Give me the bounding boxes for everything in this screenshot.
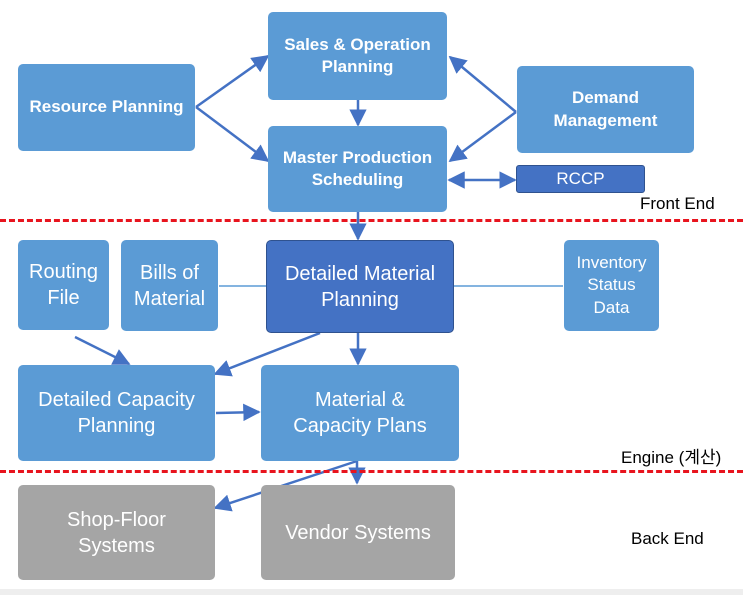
- node-rccp: RCCP: [516, 165, 645, 193]
- arrow-demand-to-mps: [448, 110, 517, 163]
- arrow-resource-to-mps: [195, 106, 270, 163]
- label-engine: Engine (계산): [621, 448, 722, 467]
- node-vendor-systems: Vendor Systems: [261, 485, 455, 580]
- arrow-plans-to-shopfloor: [213, 459, 358, 512]
- node-routing-file: Routing File: [18, 240, 109, 330]
- arrow-capacity-to-plans: [215, 403, 261, 422]
- node-master-production-scheduling: Master Production Scheduling: [268, 126, 447, 212]
- divider-engine-back: [0, 470, 743, 473]
- arrow-demand-to-sop: [448, 55, 517, 113]
- bottom-scroll-strip: [0, 589, 743, 595]
- arrow-routing-to-capacity: [74, 335, 131, 366]
- label-front-end: Front End: [640, 194, 715, 213]
- node-detailed-material-planning: Detailed Material Planning: [266, 240, 454, 333]
- node-bills-of-material: Bills of Material: [121, 240, 218, 331]
- label-back-end: Back End: [631, 529, 704, 548]
- divider-front-engine: [0, 219, 743, 222]
- node-material-capacity-plans: Material & Capacity Plans: [261, 365, 459, 461]
- node-sales-operation-planning: Sales & Operation Planning: [268, 12, 447, 100]
- node-resource-planning: Resource Planning: [18, 64, 195, 151]
- node-inventory-status-data: Inventory Status Data: [564, 240, 659, 331]
- arrow-resource-to-sop: [195, 54, 270, 109]
- node-detailed-capacity-planning: Detailed Capacity Planning: [18, 365, 215, 461]
- arrow-mrp-to-capacity: [213, 331, 321, 377]
- node-shop-floor-systems: Shop-Floor Systems: [18, 485, 215, 580]
- node-demand-management: Demand Management: [517, 66, 694, 153]
